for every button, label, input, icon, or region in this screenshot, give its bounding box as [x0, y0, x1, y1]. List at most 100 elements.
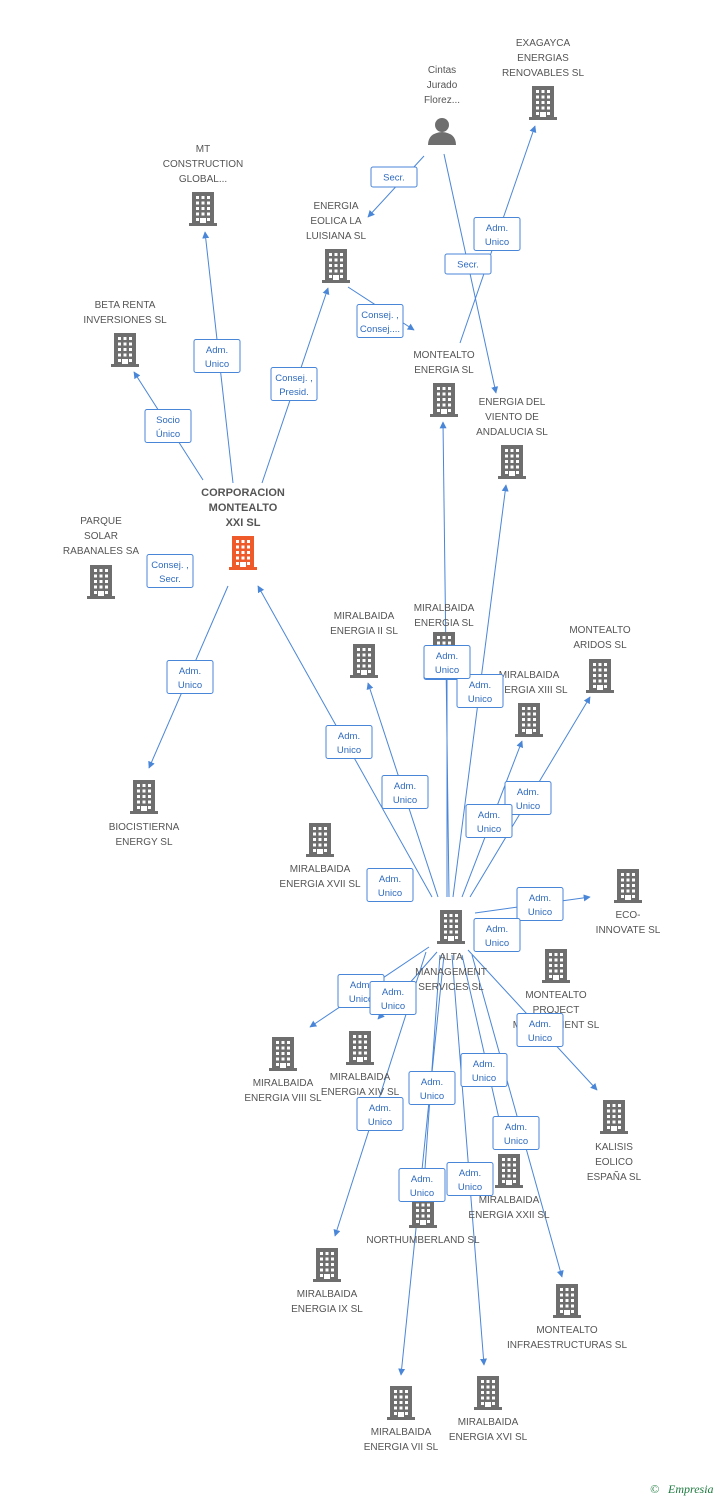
edge-label-text: Unico: [381, 1001, 405, 1012]
edge-label-alta-to-mir13[interactable]: Adm.Unico: [465, 804, 513, 838]
edge-label-alta-to-mir_en[interactable]: Adm.Unico: [423, 645, 471, 679]
node-mt[interactable]: MTCONSTRUCTIONGLOBAL...: [163, 144, 244, 226]
node-label: ENERGIA VII SL: [364, 1442, 439, 1453]
edge-label-alta-to-mir14[interactable]: Adm. Unico: [369, 981, 417, 1015]
node-label: Florez...: [424, 95, 460, 106]
edge-label-alta-to-corp[interactable]: Adm.Unico: [325, 725, 373, 759]
node-label: PARQUE: [80, 516, 122, 527]
building-icon: [313, 1248, 341, 1282]
edge-label-box: [444, 253, 492, 275]
node-label: ENERGIA: [313, 201, 358, 212]
edge-label-text: Adm.: [382, 987, 404, 998]
edge-alta-to-mir7: [398, 954, 445, 1376]
edge-label-corp-to-biocist[interactable]: Adm.Unico: [166, 660, 214, 694]
edge-label-alta-to-infra[interactable]: Adm.Unico: [492, 1116, 540, 1150]
building-icon: [474, 1376, 502, 1410]
edge-label-cintas-to-viento[interactable]: Secr.: [444, 253, 492, 275]
node-label: ENERGIA II SL: [330, 626, 398, 637]
edge-label-cintas-to-eolica[interactable]: Secr.: [370, 166, 418, 188]
edge-label-alta-to-aridos[interactable]: Adm.Unico: [504, 781, 552, 815]
node-label: CONSTRUCTION: [163, 159, 244, 170]
node-eco[interactable]: ECO-INNOVATE SL: [596, 869, 661, 936]
building-icon: [322, 249, 350, 283]
edge-label-alta-to-mir16[interactable]: Adm.Unico: [446, 1162, 494, 1196]
node-label: SERVICES SL: [418, 982, 484, 993]
edge-label-alta-to-eco[interactable]: Adm.Unico: [516, 887, 564, 921]
node-label: ENERGY SL: [115, 837, 172, 848]
edge-label-alta-to-viento[interactable]: Adm.Unico: [456, 674, 504, 708]
edge-label-text: Socio: [156, 415, 180, 426]
node-label: EXAGAYCA: [516, 38, 571, 49]
edge-label-box: [370, 166, 418, 188]
edge-label-alta-to-mir2[interactable]: Adm.Unico: [381, 775, 429, 809]
node-label: MONTEALTO: [413, 350, 475, 361]
edge-label-box: [423, 645, 471, 679]
node-label: MANAGEMENT: [415, 967, 487, 978]
node-label: SOLAR: [84, 531, 118, 542]
node-label: ENERGIA XIV SL: [321, 1087, 400, 1098]
node-label: Cintas: [428, 65, 456, 76]
node-label: ENERGIA VIII SL: [244, 1093, 322, 1104]
edge-label-text: Unico: [368, 1117, 392, 1128]
edge-label-box: [356, 1097, 404, 1131]
edge-label-text: Único: [156, 429, 180, 440]
person-icon: [428, 118, 456, 145]
building-icon: [495, 1154, 523, 1188]
node-label: ARIDOS SL: [573, 640, 627, 651]
edge-label-alta-to-mir22[interactable]: Adm.Unico: [460, 1053, 508, 1087]
building-icon: [586, 659, 614, 693]
edge-label-alta-to-mir7[interactable]: Adm.Unico: [398, 1168, 446, 1202]
edge-label-corp-to-eolica[interactable]: Consej. ,Presid.: [270, 367, 318, 401]
edge-label-box: [516, 1013, 564, 1047]
edge-label-alta-to-mir17[interactable]: Adm.Unico: [366, 868, 414, 902]
edge-alta-to-mir22: [461, 954, 505, 1133]
edge-label-text: Adm.: [469, 680, 491, 691]
edge-label-box: [381, 775, 429, 809]
node-label: MONTEALTO: [525, 990, 587, 1001]
edge-label-text: Unico: [528, 907, 552, 918]
node-label: NORTHUMBERLAND SL: [366, 1235, 480, 1246]
node-label: ENERGIA DEL: [479, 397, 546, 408]
edge-label-text: Adm.: [350, 980, 372, 991]
edge-label-alta-to-kalisis[interactable]: Adm.Unico: [516, 1013, 564, 1047]
edge-label-text: Consej....: [360, 324, 400, 335]
node-label: PROJECT: [533, 1005, 580, 1016]
edge-alta-to-mir16: [451, 954, 487, 1366]
node-cintas[interactable]: CintasJuradoFlorez...: [424, 65, 460, 145]
edge-label-corp-to-mt[interactable]: Adm.Unico: [193, 339, 241, 373]
edge-label-corp-to-parque[interactable]: Consej. ,Secr.: [146, 554, 194, 588]
edge-label-text: Adm.: [473, 1059, 495, 1070]
node-label: INNOVATE SL: [596, 925, 661, 936]
edge-label-alta-to-project[interactable]: Adm.Unico: [473, 918, 521, 952]
edge-label-montealto_en-to-exagayca[interactable]: Adm.Unico: [473, 217, 521, 251]
edge-label-text: Unico: [435, 665, 459, 676]
edge-label-eolica-to-montealto_en[interactable]: Consej. ,Consej....: [356, 304, 404, 338]
edge-label-alta-to-northum[interactable]: Adm.Unico: [408, 1071, 456, 1105]
edge-label-alta-to-mir9[interactable]: Adm.Unico: [356, 1097, 404, 1131]
edge-label-text: Adm.: [179, 666, 201, 677]
edge-label-box: [473, 918, 521, 952]
building-icon: [542, 949, 570, 983]
